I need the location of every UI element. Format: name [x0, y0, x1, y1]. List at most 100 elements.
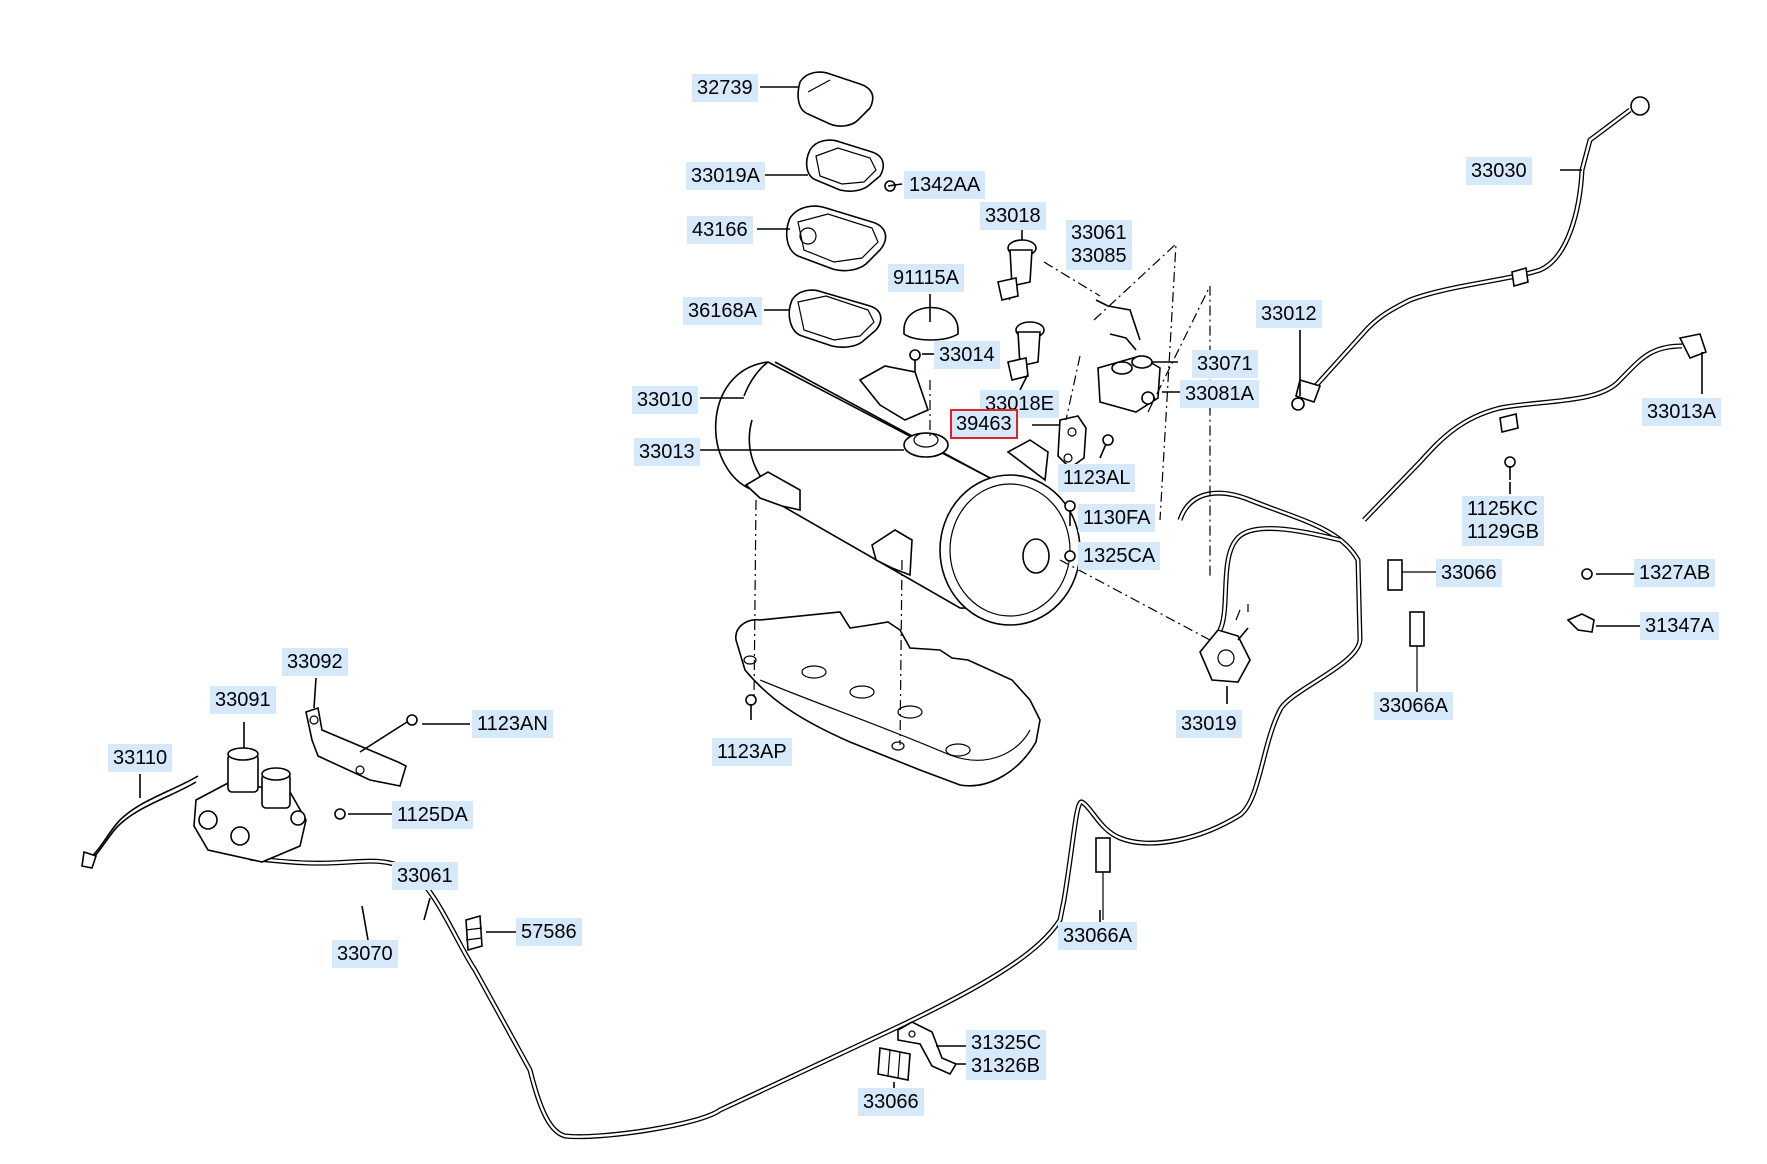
label-text: 39463 [956, 413, 1012, 435]
clip-33066-top [1387, 559, 1440, 591]
label-33110[interactable]: 33110 [108, 744, 173, 772]
label-33019A[interactable]: 33019A [686, 162, 765, 190]
label-text: 91115A [893, 267, 959, 289]
label-1125DA[interactable]: 1125DA [392, 801, 473, 829]
label-text: 33085 [1071, 245, 1127, 267]
bolt-1130FA [1064, 500, 1076, 526]
label-1342AA[interactable]: 1342AA [904, 171, 986, 199]
label-33092[interactable]: 33092 [282, 648, 348, 676]
label-text: 33066 [863, 1091, 919, 1113]
bolt-1123AP [745, 694, 757, 720]
label-text: 1130FA [1083, 507, 1151, 529]
label-1325CA[interactable]: 1325CA [1078, 542, 1161, 570]
label-33014[interactable]: 33014 [934, 341, 1000, 369]
label-33066A-right[interactable]: 33066A [1374, 692, 1453, 720]
label-text: 31347A [1645, 615, 1714, 637]
label-33066-top[interactable]: 33066 [1436, 559, 1502, 587]
label-text: 33081A [1185, 383, 1254, 405]
label-text: 33066 [1441, 562, 1497, 584]
clip-1327AB [1581, 568, 1593, 580]
clip-57586 [465, 914, 483, 952]
label-text: 33012 [1261, 303, 1317, 325]
label-text: 31325C [971, 1032, 1042, 1054]
label-36168A[interactable]: 36168A [683, 297, 762, 325]
label-text: 57586 [521, 921, 577, 943]
label-33019[interactable]: 33019 [1176, 710, 1242, 738]
label-33010[interactable]: 33010 [632, 386, 698, 414]
label-text: 1325CA [1083, 545, 1156, 567]
label-text: 33066A [1379, 695, 1448, 717]
clip-31347A [1566, 613, 1595, 633]
bracket-33092 [305, 706, 418, 787]
check-valve-33018E [1007, 321, 1045, 381]
label-text: 33092 [287, 651, 343, 673]
clip-33066A-mid [1095, 837, 1111, 920]
label-text: 1327AB [1639, 562, 1711, 584]
label-33091[interactable]: 33091 [210, 686, 276, 714]
valve-block-33081A [1095, 299, 1161, 413]
clip-33066A-right [1409, 611, 1425, 692]
heat-shield [735, 611, 1041, 787]
label-57586[interactable]: 57586 [516, 918, 582, 946]
label-33066A-mid[interactable]: 33066A [1058, 922, 1137, 950]
label-text: 1129GB [1467, 521, 1539, 543]
label-1130FA[interactable]: 1130FA [1078, 504, 1156, 532]
label-1123AP[interactable]: 1123AP [712, 738, 792, 766]
label-33030[interactable]: 33030 [1466, 157, 1532, 185]
hose-33030 [1295, 96, 1650, 404]
label-text: 33019A [691, 165, 760, 187]
label-text: 33110 [113, 747, 168, 769]
hose-33013A [1362, 333, 1708, 522]
label-text: 43166 [692, 219, 748, 241]
clip-33066-bottom [877, 1047, 911, 1081]
nut-1325CA [1064, 550, 1076, 562]
label-text: 33014 [939, 344, 995, 366]
label-33081A[interactable]: 33081A [1180, 380, 1259, 408]
wire-33110 [81, 775, 199, 869]
label-43166[interactable]: 43166 [687, 216, 753, 244]
label-text: 33013A [1647, 401, 1716, 423]
bolt-1125DA [334, 808, 346, 820]
label-39463[interactable]: 39463 [950, 409, 1018, 439]
drain-valve-33019 [1199, 627, 1251, 683]
label-33013A[interactable]: 33013A [1642, 398, 1721, 426]
label-text: 33010 [637, 389, 693, 411]
label-text: 33071 [1197, 353, 1253, 375]
bolt-33014 [909, 349, 921, 372]
label-31347A[interactable]: 31347A [1640, 612, 1719, 640]
label-33070[interactable]: 33070 [332, 940, 398, 968]
label-33061-bottom[interactable]: 33061 [392, 862, 458, 890]
label-text: 1123AL [1063, 467, 1131, 489]
label-text: 33070 [337, 943, 393, 965]
label-text: 31326B [971, 1055, 1040, 1077]
label-text: 1342AA [909, 174, 981, 196]
nut-33012 [1291, 397, 1305, 411]
label-32739[interactable]: 32739 [692, 74, 758, 102]
label-33071[interactable]: 33071 [1192, 350, 1258, 378]
label-text: 1123AP [717, 741, 787, 763]
air-tank-33010 [714, 361, 1081, 626]
label-text: 33013 [639, 441, 695, 463]
clamp-31325C [897, 1021, 958, 1076]
check-valve-33018 [997, 239, 1037, 301]
label-text: 33061 [1071, 222, 1127, 244]
bracket-39463 [1057, 415, 1114, 470]
label-33013[interactable]: 33013 [634, 438, 700, 466]
alignment-lines [753, 242, 1211, 746]
label-91115A[interactable]: 91115A [888, 264, 964, 292]
label-1123AL[interactable]: 1123AL [1058, 464, 1136, 492]
label-text: 32739 [697, 77, 753, 99]
label-text: 33018 [985, 205, 1041, 227]
label-33012[interactable]: 33012 [1256, 300, 1322, 328]
label-33066-bottom[interactable]: 33066 [858, 1088, 924, 1116]
label-1123AN[interactable]: 1123AN [472, 710, 553, 738]
label-1327AB[interactable]: 1327AB [1634, 559, 1716, 587]
label-text: 33091 [215, 689, 271, 711]
label-33018[interactable]: 33018 [980, 202, 1046, 230]
label-text: 33030 [1471, 160, 1527, 182]
